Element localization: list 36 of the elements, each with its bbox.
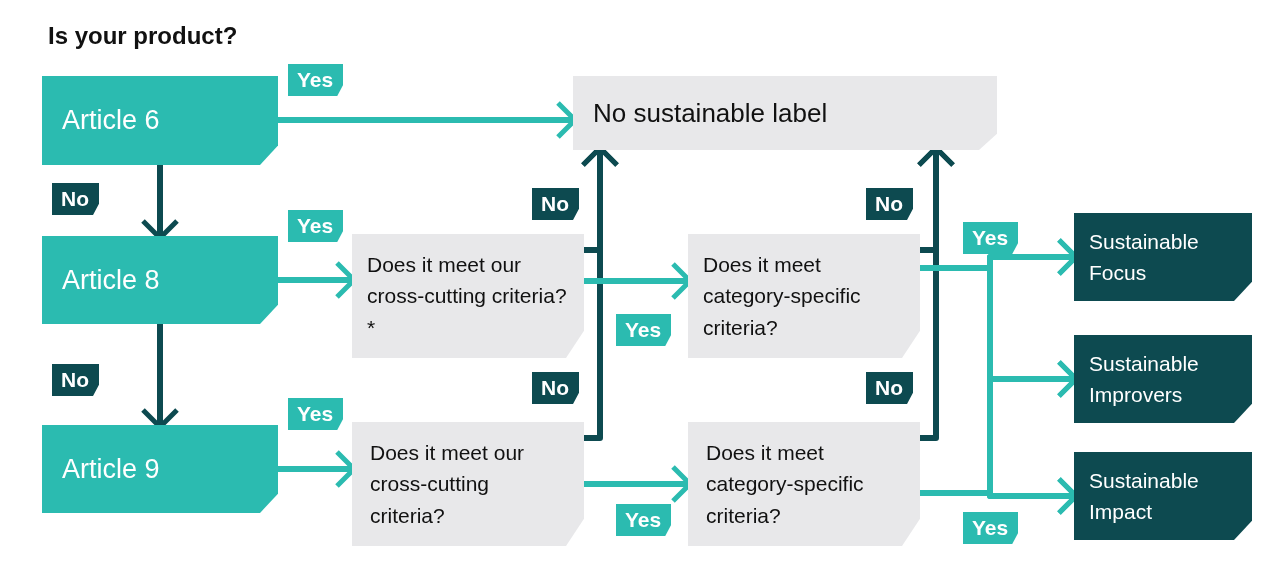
box-label: Does it meet our cross-cutting criteria?*	[367, 251, 568, 341]
edge-label: No	[52, 364, 99, 396]
flow-box	[1074, 452, 1252, 540]
box-label: Article 6	[62, 104, 161, 138]
edge-label: Yes	[288, 64, 344, 96]
edge-label: No	[52, 183, 99, 215]
diagram-title: Is your product?	[48, 22, 238, 50]
edge-label: No	[866, 188, 913, 220]
flow-box	[42, 76, 278, 165]
box-label: Does it meet category-specific criteria?	[703, 251, 862, 341]
edge-label: Yes	[963, 222, 1019, 254]
edge-label: Yes	[616, 504, 672, 536]
edge-label: Yes	[616, 314, 672, 346]
box-label: Article 9	[62, 452, 161, 486]
box-label: Article 8	[62, 263, 161, 297]
edge-label: No	[866, 372, 913, 404]
flow-box	[688, 234, 920, 358]
box-label: Sustainable Focus	[1089, 228, 1200, 286]
flow-box	[1074, 213, 1252, 301]
edge-label: Yes	[288, 210, 344, 242]
flow-box	[352, 234, 584, 358]
flow-box	[42, 236, 278, 324]
flow-box	[573, 76, 997, 150]
box-label: Sustainable Improvers	[1089, 350, 1200, 408]
flow-box	[1074, 335, 1252, 423]
box-label: No sustainable label	[593, 96, 829, 130]
flow-box	[42, 425, 278, 513]
box-label: Sustainable Impact	[1089, 467, 1200, 525]
flow-box	[352, 422, 584, 546]
edge-label: Yes	[288, 398, 344, 430]
box-label: Does it meet category-specific criteria?	[706, 439, 865, 529]
edge-label: Yes	[963, 512, 1019, 544]
flow-box	[688, 422, 920, 546]
edge-label: No	[532, 188, 579, 220]
box-label: Does it meet our cross-cutting criteria?	[370, 439, 526, 529]
edge-label: No	[532, 372, 579, 404]
